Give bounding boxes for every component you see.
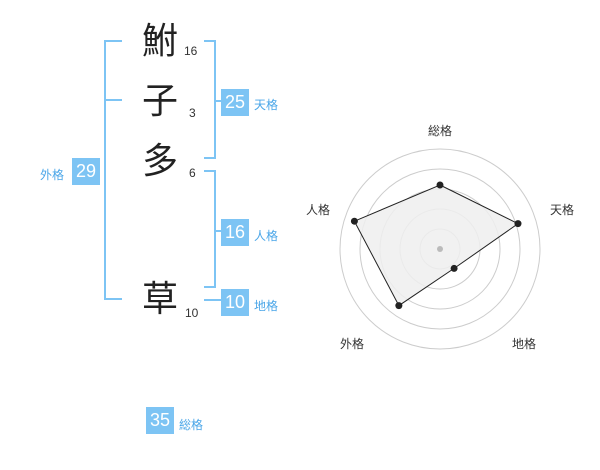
radar-point-4 <box>395 302 403 310</box>
gaikaku-label: 外格 <box>40 168 65 182</box>
name-char-1: 鮒 <box>142 21 179 62</box>
radar-points <box>350 181 522 310</box>
stroke-count-3: 6 <box>189 166 196 180</box>
radar-point-3 <box>450 264 458 272</box>
soukaku-label: 総格 <box>179 418 204 432</box>
jinkaku-bracket-bottom <box>204 286 216 288</box>
name-char-2: 子 <box>142 81 179 122</box>
tenkaku-bracket-top <box>204 40 216 42</box>
jinkaku-bracket-vertical <box>214 170 216 288</box>
tenkaku-bracket-vertical <box>214 40 216 159</box>
jinkaku-label: 人格 <box>254 229 279 243</box>
soukaku-badge: 35 <box>146 407 174 434</box>
jinkaku-badge: 16 <box>221 219 249 246</box>
radar-axis-label-jinkaku: 人格 <box>306 203 331 217</box>
chikaku-label: 地格 <box>254 299 279 313</box>
gaikaku-bracket-vertical <box>104 40 106 300</box>
tenkaku-connector <box>214 100 222 102</box>
radar-grid-ring <box>339 148 541 350</box>
stroke-count-1: 16 <box>184 44 198 58</box>
radar-axis-label-tenkaku: 天格 <box>550 203 575 217</box>
radar-axis-label-chikaku: 地格 <box>512 337 537 351</box>
tenkaku-label: 天格 <box>254 98 279 112</box>
radar-grid-ring <box>359 168 521 330</box>
radar-point-2 <box>514 220 522 228</box>
jinkaku-connector <box>214 230 222 232</box>
name-char-4: 草 <box>142 279 179 320</box>
radar-axis-label-soukaku: 総格 <box>428 124 453 138</box>
gaikaku-bracket-top <box>104 40 122 42</box>
chikaku-connector <box>204 299 222 301</box>
radar-point-1 <box>436 181 444 189</box>
chikaku-badge: 10 <box>221 289 249 316</box>
stroke-count-4: 10 <box>185 306 199 320</box>
jinkaku-bracket-top <box>204 170 216 172</box>
gaikaku-bracket-bottom <box>104 298 122 300</box>
radar-shape <box>353 184 519 307</box>
radar-point-5 <box>350 217 358 225</box>
gaikaku-bracket-mid <box>104 99 122 101</box>
gaikaku-badge: 29 <box>72 158 100 185</box>
tenkaku-bracket-bottom <box>204 157 216 159</box>
stroke-count-2: 3 <box>189 106 196 120</box>
radar-axis-label-gaikaku: 外格 <box>340 337 365 351</box>
name-char-3: 多 <box>142 141 179 182</box>
tenkaku-badge: 25 <box>221 89 249 116</box>
radar-center-dot <box>437 246 443 252</box>
